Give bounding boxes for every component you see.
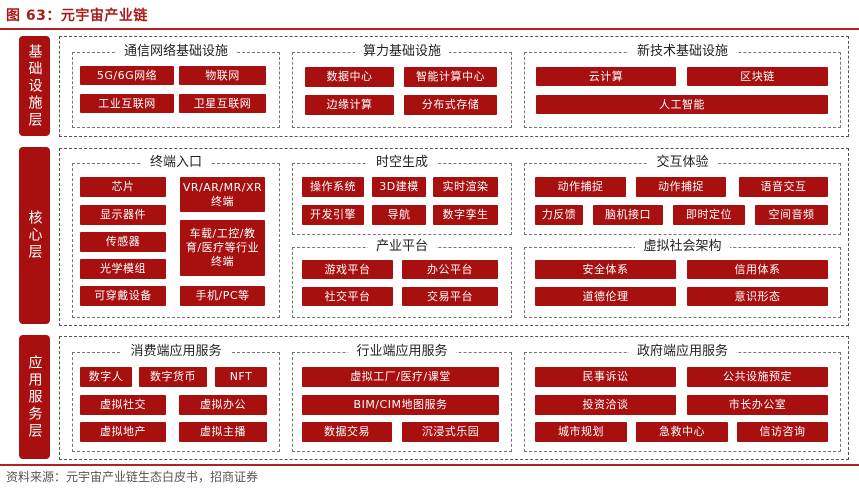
item-industrial-internet: 工业互联网 bbox=[80, 94, 174, 113]
group-title-consumer: 消费端应用服务 bbox=[122, 344, 230, 359]
item-virtual-estate: 虚拟地产 bbox=[80, 422, 166, 442]
group-title-newtech: 新技术基础设施 bbox=[628, 44, 736, 59]
item-wearable: 可穿戴设备 bbox=[80, 286, 166, 306]
item-bim-cim: BIM/CIM地图服务 bbox=[302, 395, 499, 415]
item-digital-twin: 数字孪生 bbox=[433, 205, 498, 225]
group-title-compute: 算力基础设施 bbox=[354, 44, 449, 59]
item-force-feedback: 力反馈 bbox=[535, 205, 583, 225]
item-5g-6g: 5G/6G网络 bbox=[80, 66, 174, 85]
item-edge-computing: 边缘计算 bbox=[305, 95, 394, 115]
item-virtual-social: 虚拟社交 bbox=[80, 395, 166, 415]
item-trade-platform: 交易平台 bbox=[402, 287, 498, 306]
item-navigation: 导航 bbox=[372, 205, 426, 225]
item-data-center: 数据中心 bbox=[305, 67, 394, 87]
item-slam: 即时定位 bbox=[673, 205, 745, 225]
item-immersive-park: 沉浸式乐园 bbox=[402, 422, 499, 442]
item-chip: 芯片 bbox=[80, 177, 166, 197]
layer-label-infra: 基础设施层 bbox=[19, 36, 50, 136]
item-virtual-anchor: 虚拟主播 bbox=[179, 422, 267, 442]
item-realtime-render: 实时渲染 bbox=[433, 177, 498, 197]
figure-title: 图 63：元宇宙产业链 bbox=[6, 8, 148, 24]
item-3d-modeling: 3D建模 bbox=[372, 177, 426, 197]
item-security-system: 安全体系 bbox=[535, 260, 676, 279]
item-civil-litigation: 民事诉讼 bbox=[535, 367, 676, 387]
item-ideology: 意识形态 bbox=[687, 287, 828, 306]
group-title-gov: 政府端应用服务 bbox=[628, 344, 736, 359]
item-petition: 信访咨询 bbox=[737, 422, 828, 442]
item-virtual-office: 虚拟办公 bbox=[179, 395, 267, 415]
item-ai: 人工智能 bbox=[536, 95, 828, 114]
layer-box-infra bbox=[59, 36, 849, 137]
layer-box-core bbox=[59, 148, 849, 326]
source-note: 资料来源：元宇宙产业链生态白皮书，招商证券 bbox=[6, 470, 259, 484]
item-investment: 投资洽谈 bbox=[535, 395, 676, 415]
item-os: 操作系统 bbox=[302, 177, 364, 197]
item-data-trading: 数据交易 bbox=[302, 422, 392, 442]
item-intelligent-compute-center: 智能计算中心 bbox=[404, 67, 497, 87]
item-office-platform: 办公平台 bbox=[402, 260, 498, 279]
layer-label-core: 核心层 bbox=[19, 147, 50, 324]
item-bci: 脑机接口 bbox=[593, 205, 663, 225]
group-comm-network: 通信网络基础设施 bbox=[72, 44, 280, 128]
group-title-society: 虚拟社会架构 bbox=[635, 239, 730, 254]
item-dev-engine: 开发引擎 bbox=[302, 205, 364, 225]
item-motion-capture-2: 动作捕捉 bbox=[636, 177, 726, 197]
group-platform: 产业平台 bbox=[292, 239, 512, 318]
group-title-platform: 产业平台 bbox=[367, 239, 436, 254]
item-emergency-center: 急救中心 bbox=[636, 422, 728, 442]
item-xr-terminal: VR/AR/MR/XR终端 bbox=[180, 177, 265, 212]
item-optical-module: 光学模组 bbox=[80, 259, 166, 279]
item-display: 显示器件 bbox=[80, 205, 166, 225]
item-virtual-factory: 虚拟工厂/医疗/课堂 bbox=[302, 367, 499, 387]
item-digital-human: 数字人 bbox=[80, 367, 132, 387]
group-title-terminal: 终端入口 bbox=[141, 155, 210, 170]
item-iot: 物联网 bbox=[179, 66, 266, 85]
item-satellite-internet: 卫星互联网 bbox=[179, 94, 266, 113]
item-industry-terminal: 车载/工控/教育/医疗等行业终端 bbox=[180, 220, 265, 276]
item-social-platform: 社交平台 bbox=[302, 287, 393, 306]
item-motion-capture-1: 动作捕捉 bbox=[535, 177, 626, 197]
item-urban-planning: 城市规划 bbox=[535, 422, 627, 442]
item-voice-interaction: 语音交互 bbox=[739, 177, 828, 197]
group-virtual-society: 虚拟社会架构 bbox=[524, 239, 841, 318]
item-ethics: 道德伦理 bbox=[535, 287, 676, 306]
group-title-interact: 交互体验 bbox=[648, 155, 717, 170]
group-new-tech: 新技术基础设施 bbox=[524, 44, 841, 128]
layer-box-app bbox=[59, 336, 849, 460]
item-credit-system: 信用体系 bbox=[687, 260, 828, 279]
item-cloud-computing: 云计算 bbox=[536, 67, 676, 86]
item-sensor: 传感器 bbox=[80, 232, 166, 252]
item-blockchain: 区块链 bbox=[687, 67, 828, 86]
layer-label-app: 应用服务层 bbox=[19, 335, 50, 459]
item-game-platform: 游戏平台 bbox=[302, 260, 393, 279]
group-title-spacetime: 时空生成 bbox=[367, 155, 436, 170]
item-public-facility: 公共设施预定 bbox=[687, 367, 828, 387]
item-nft: NFT bbox=[215, 367, 267, 387]
item-phone-pc: 手机/PC等 bbox=[180, 286, 265, 306]
item-distributed-storage: 分布式存储 bbox=[404, 95, 497, 115]
item-digital-currency: 数字货币 bbox=[139, 367, 207, 387]
group-title-industry: 行业端应用服务 bbox=[348, 344, 456, 359]
item-mayor-office: 市长办公室 bbox=[687, 395, 828, 415]
group-title-comm: 通信网络基础设施 bbox=[115, 44, 236, 59]
title-divider bbox=[0, 28, 859, 30]
source-divider bbox=[0, 464, 859, 466]
group-compute: 算力基础设施 bbox=[292, 44, 512, 128]
item-spatial-audio: 空间音频 bbox=[755, 205, 828, 225]
